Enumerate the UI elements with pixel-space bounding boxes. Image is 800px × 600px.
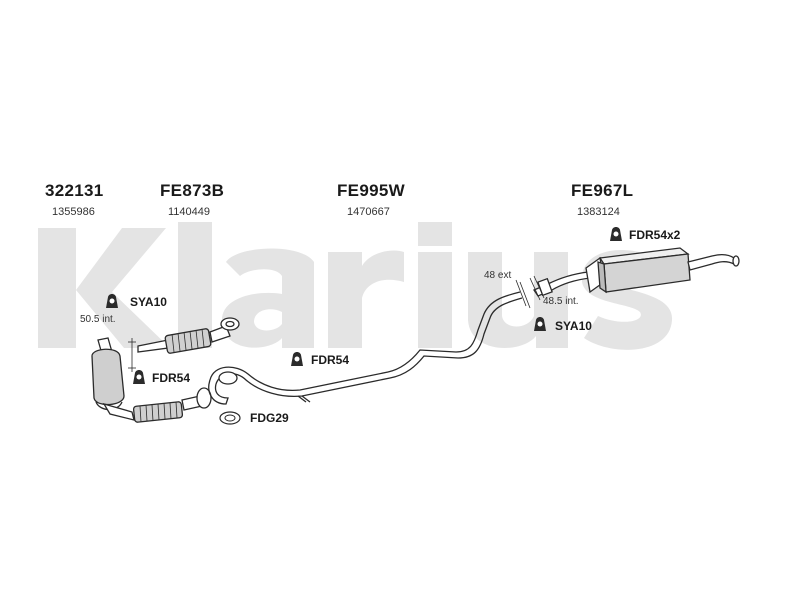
fitting-label: FDR54 [311, 353, 350, 367]
front-pipe [137, 317, 240, 354]
part-number: 1383124 [577, 206, 620, 218]
measurement-label: 50.5 int. [80, 314, 116, 325]
measurement-label: 48.5 int. [543, 296, 579, 307]
part-code: 322131 [45, 181, 104, 200]
part-code: FE995W [337, 181, 405, 200]
rear-silencer [533, 247, 740, 297]
part-number: 1355986 [52, 206, 95, 218]
dimension-markers [128, 275, 545, 372]
fitting-label: FDR54 [152, 371, 191, 385]
rubber-mount-icon [103, 292, 121, 315]
fitting-label: SYA10 [555, 319, 592, 333]
fitting-label: FDR54x2 [629, 228, 681, 242]
part-number: 1470667 [347, 206, 390, 218]
part-code: FE873B [160, 181, 225, 200]
rubber-mount-icon [288, 350, 306, 373]
fitting-label: FDG29 [250, 411, 289, 425]
flexible-joint [132, 387, 212, 423]
rubber-mount-icon [531, 315, 549, 338]
measurement-label: 48 ext [484, 270, 512, 281]
fitting-label: SYA10 [130, 295, 167, 309]
part-code: FE967L [571, 181, 634, 200]
rubber-mount-icon [130, 368, 148, 391]
gasket-icon [218, 410, 242, 431]
part-number: 1140449 [168, 206, 211, 218]
centre-pipe [208, 291, 523, 405]
catalytic-converter [91, 337, 135, 421]
rubber-mount-icon [607, 225, 625, 248]
